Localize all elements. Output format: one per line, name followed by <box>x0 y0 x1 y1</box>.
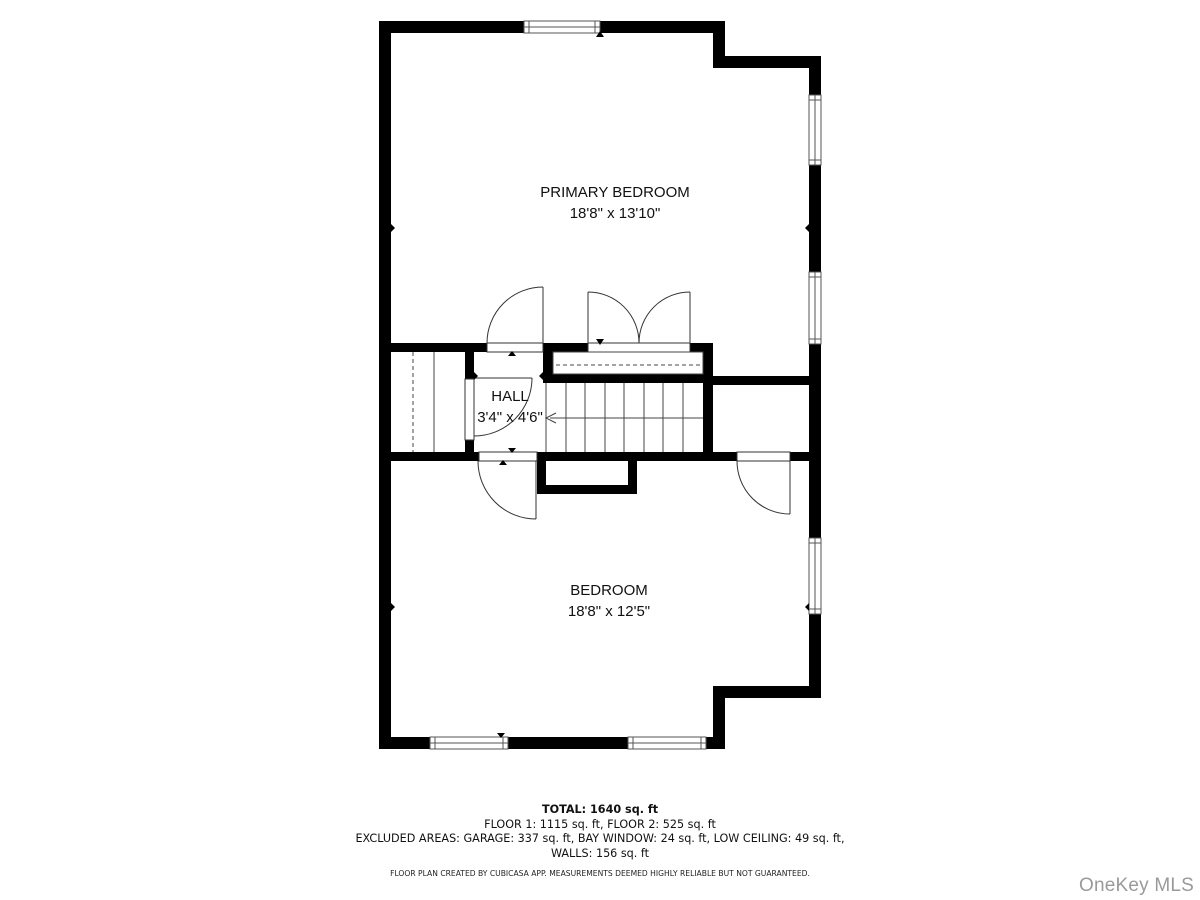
windows <box>429 20 822 750</box>
total-area: TOTAL: 1640 sq. ft <box>541 803 659 816</box>
stairs-and-closets <box>412 351 704 452</box>
room-name: PRIMARY BEDROOM <box>540 184 690 201</box>
walls-area: WALLS: 156 sq. ft <box>550 846 650 860</box>
room-label-primary-bedroom: PRIMARY BEDROOM 18'8" x 13'10" <box>540 182 689 224</box>
excluded-areas: EXCLUDED AREAS: GARAGE: 337 sq. ft, BAY … <box>355 832 845 845</box>
floor-areas: FLOOR 1: 1115 sq. ft, FLOOR 2: 525 sq. f… <box>484 817 716 831</box>
room-name: BEDROOM <box>570 582 648 599</box>
room-dimensions: 18'8" x 13'10" <box>569 205 661 222</box>
room-dimensions: 18'8" x 12'5" <box>567 603 651 620</box>
doors <box>464 286 791 520</box>
room-label-hall: HALL 3'4" x 4'6" <box>477 386 543 428</box>
disclaimer: FLOOR PLAN CREATED BY CUBICASA APP. MEAS… <box>390 869 810 878</box>
area-summary: TOTAL: 1640 sq. ft FLOOR 1: 1115 sq. ft,… <box>0 803 1200 861</box>
watermark: OneKey MLS <box>1079 875 1194 896</box>
measurement-markers <box>391 31 809 738</box>
room-dimensions: 3'4" x 4'6" <box>477 409 543 426</box>
room-label-bedroom: BEDROOM 18'8" x 12'5" <box>568 580 650 622</box>
room-name: HALL <box>491 388 529 405</box>
